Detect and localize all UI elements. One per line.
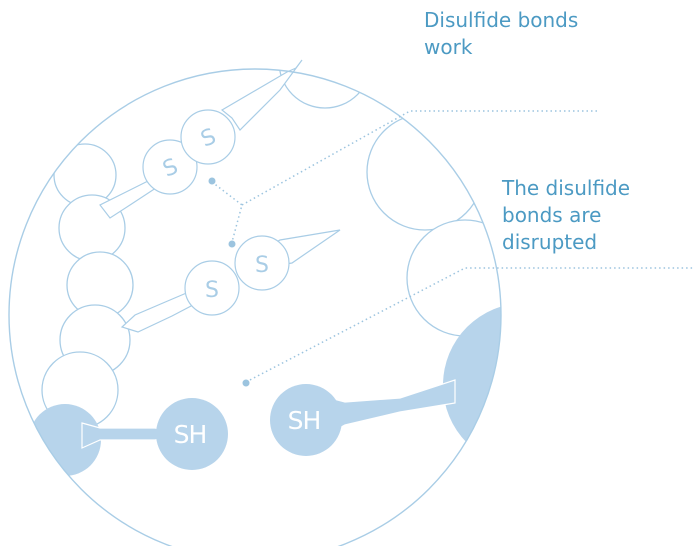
thiol-label: SH (288, 406, 321, 435)
callout-line: The disulfide (502, 176, 631, 200)
sulfur-label: S (255, 253, 269, 278)
leader-line-disrupted (245, 267, 693, 383)
left-thiol: SH (81, 398, 228, 470)
pointer-dot-upper (208, 177, 216, 185)
callout-line: disrupted (502, 230, 598, 254)
callout-line: Disulfide bonds (424, 8, 579, 32)
left-protein-chain (41, 143, 134, 429)
upper-disulfide: S S (142, 109, 236, 195)
leader-lines (211, 110, 693, 383)
callout-line: work (424, 35, 473, 59)
callout-line: bonds are (502, 203, 602, 227)
thiol-label: SH (174, 420, 207, 449)
callout-bonds-work: Disulfide bonds work (424, 7, 578, 61)
pointer-dot-lower (228, 240, 236, 248)
sulfur-label: S (205, 278, 219, 303)
right-thiol: SH (270, 379, 456, 456)
magnifier-outline (8, 68, 502, 550)
lower-disulfide: S S (184, 235, 290, 316)
right-filled-bead (443, 303, 501, 467)
callout-bonds-disrupted: The disulfide bonds are disrupted (502, 175, 630, 256)
right-protein-chain (278, 69, 501, 337)
pointer-dot-disrupted (242, 379, 250, 387)
leader-line-works (211, 110, 598, 243)
